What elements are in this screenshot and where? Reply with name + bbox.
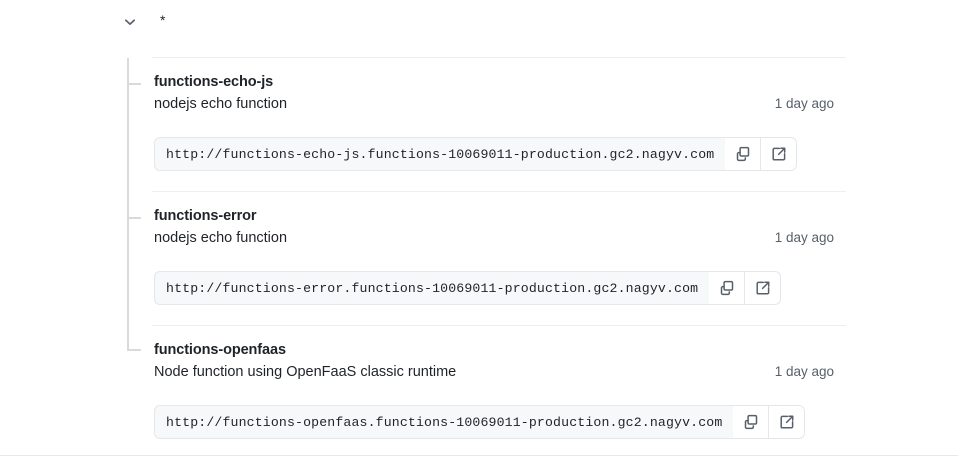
open-url-button[interactable] — [745, 271, 782, 305]
chevron-down-icon[interactable] — [122, 14, 138, 30]
tree-connector-stub — [127, 349, 141, 351]
url-field[interactable]: http://functions-openfaas.functions-1006… — [154, 405, 734, 439]
external-link-icon — [755, 280, 771, 296]
function-description: nodejs echo function — [154, 230, 288, 246]
list-item-header: functions-openfaas Node function using O… — [152, 340, 846, 388]
copy-url-button[interactable] — [725, 137, 762, 171]
url-field[interactable]: http://functions-error.functions-1006901… — [154, 271, 710, 305]
tree-spine-line — [127, 58, 129, 351]
function-description: nodejs echo function — [154, 96, 288, 112]
function-updated-time: 1 day ago — [774, 230, 834, 245]
list-item[interactable]: functions-openfaas Node function using O… — [152, 325, 846, 459]
tree-connector-stub — [127, 83, 141, 85]
group-label: * — [160, 12, 166, 28]
list-item[interactable]: functions-error nodejs echo function 1 d… — [152, 191, 846, 325]
function-name[interactable]: functions-openfaas — [154, 342, 286, 358]
list-item-header: functions-error nodejs echo function 1 d… — [152, 206, 846, 254]
function-name[interactable]: functions-echo-js — [154, 74, 274, 90]
function-name[interactable]: functions-error — [154, 208, 257, 224]
function-description: Node function using OpenFaaS classic run… — [154, 364, 457, 380]
function-updated-time: 1 day ago — [774, 364, 834, 379]
copy-icon — [719, 280, 735, 296]
external-link-icon — [771, 146, 787, 162]
open-url-button[interactable] — [769, 405, 806, 439]
url-field[interactable]: http://functions-echo-js.functions-10069… — [154, 137, 726, 171]
copy-url-button[interactable] — [733, 405, 770, 439]
copy-icon — [743, 414, 759, 430]
copy-url-button[interactable] — [709, 271, 746, 305]
copy-icon — [735, 146, 751, 162]
list-item[interactable]: functions-echo-js nodejs echo function 1… — [152, 57, 846, 191]
list-item-header: functions-echo-js nodejs echo function 1… — [152, 72, 846, 120]
function-updated-time: 1 day ago — [774, 96, 834, 111]
url-action-row: http://functions-echo-js.functions-10069… — [154, 137, 798, 171]
open-url-button[interactable] — [761, 137, 798, 171]
external-link-icon — [779, 414, 795, 430]
group-header-row: * — [0, 0, 958, 46]
url-action-row: http://functions-openfaas.functions-1006… — [154, 405, 806, 439]
tree-connector-stub — [127, 217, 141, 219]
url-action-row: http://functions-error.functions-1006901… — [154, 271, 782, 305]
